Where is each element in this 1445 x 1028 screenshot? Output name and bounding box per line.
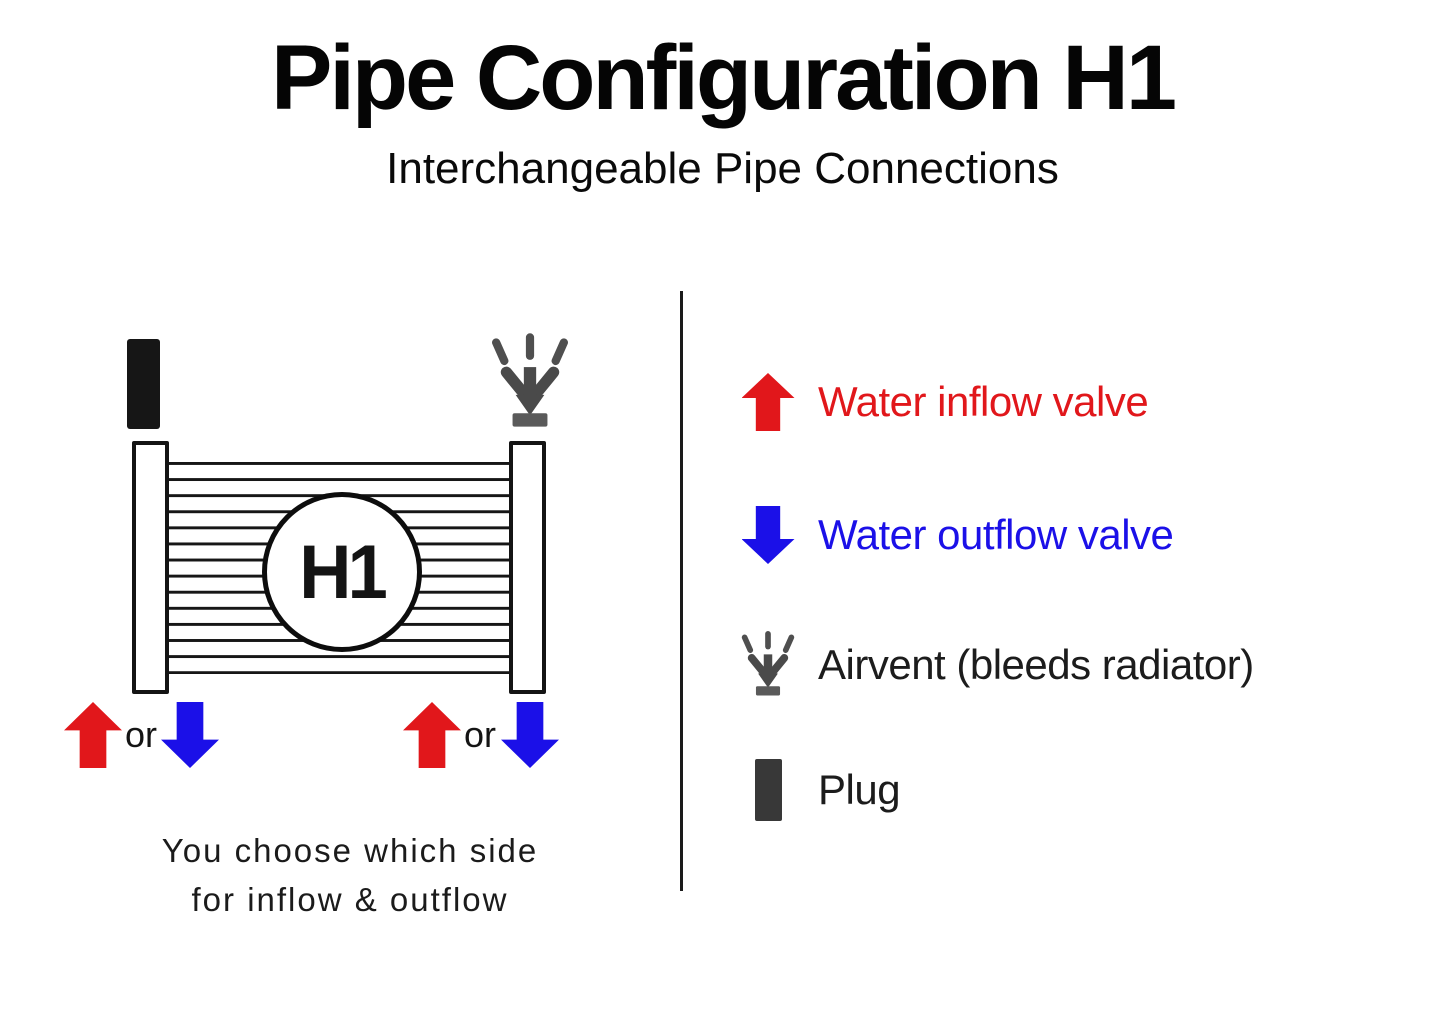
airvent-icon: [491, 333, 569, 432]
plug-icon: [740, 759, 796, 821]
diagram-caption: You choose which side for inflow & outfl…: [105, 826, 595, 924]
radiator-right-rail: [509, 441, 546, 694]
legend-row-inflow: Water inflow valve: [740, 364, 1360, 440]
radiator-left-rail: [132, 441, 169, 694]
caption-line-2: for inflow & outflow: [191, 881, 509, 918]
legend-row-airvent: Airvent (bleeds radiator): [740, 627, 1360, 703]
legend-row-outflow: Water outflow valve: [740, 497, 1360, 573]
inflow-arrow-icon: [740, 373, 796, 431]
outflow-arrow-icon: [740, 506, 796, 564]
caption-line-1: You choose which side: [161, 832, 539, 869]
section-divider: [680, 291, 683, 891]
legend-row-plug: Plug: [740, 752, 1360, 828]
page-subtitle: Interchangeable Pipe Connections: [386, 144, 1059, 193]
inflow-arrow-icon-left: [64, 702, 122, 768]
airvent-icon: [740, 631, 796, 699]
radiator-label: H1: [299, 529, 389, 615]
radiator-label-circle: H1: [262, 492, 422, 652]
legend-label-airvent: Airvent (bleeds radiator): [818, 641, 1254, 688]
outflow-arrow-icon-left: [161, 702, 219, 768]
or-label-right: or: [463, 714, 496, 755]
plug-icon: [127, 339, 160, 429]
legend-label-outflow: Water outflow valve: [818, 511, 1174, 558]
or-label-left: or: [124, 714, 157, 755]
legend-label-plug: Plug: [818, 766, 901, 813]
legend-label-inflow: Water inflow valve: [818, 378, 1149, 425]
outflow-arrow-icon-right: [501, 702, 559, 768]
page-title: Pipe Configuration H1: [271, 27, 1177, 129]
inflow-arrow-icon-right: [403, 702, 461, 768]
